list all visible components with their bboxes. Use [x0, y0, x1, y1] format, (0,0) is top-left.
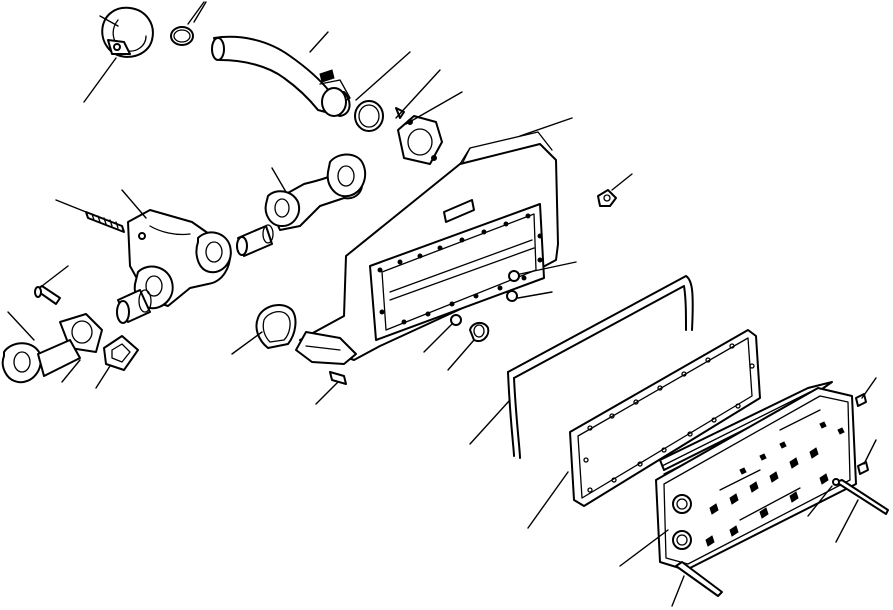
- plug-right: [506, 261, 577, 302]
- connector-sleeve-upper: [236, 224, 274, 257]
- leader-lines: [83, 1, 463, 125]
- drain-plug: [447, 322, 490, 371]
- sensor-plug: [34, 265, 69, 305]
- hose-clamp: [99, 6, 154, 58]
- flange-gasket-small: [95, 335, 139, 389]
- water-pipe-tee-upper: [264, 153, 367, 231]
- core-bolt-right: [857, 439, 877, 475]
- outlet-flange: [395, 107, 443, 165]
- o-ring-lower: [354, 100, 384, 132]
- threaded-stud: [55, 199, 125, 233]
- connector-sleeve-lower: [116, 289, 152, 324]
- inlet-flange-elbow: [1, 311, 103, 384]
- core-bolt-top-right: [855, 377, 877, 407]
- plug-small: [423, 314, 462, 353]
- cap-nut: [597, 173, 633, 207]
- outlet-elbow-pipe: [211, 35, 351, 117]
- housing-bolt: [315, 371, 347, 405]
- core-bolt-bottom: [671, 561, 723, 607]
- housing-bolt-holes: [377, 213, 543, 325]
- core-plate: [619, 381, 857, 571]
- core-plate-features: [705, 409, 845, 547]
- housing-gasket-small: [231, 303, 297, 355]
- core-long-bolt: [807, 478, 889, 543]
- cover-gasket-holes: [583, 343, 755, 493]
- cover-gasket: [527, 329, 761, 529]
- housing-gasket-large: [469, 275, 694, 459]
- o-ring-upper: [170, 26, 194, 46]
- aftercooler-housing: [295, 117, 573, 365]
